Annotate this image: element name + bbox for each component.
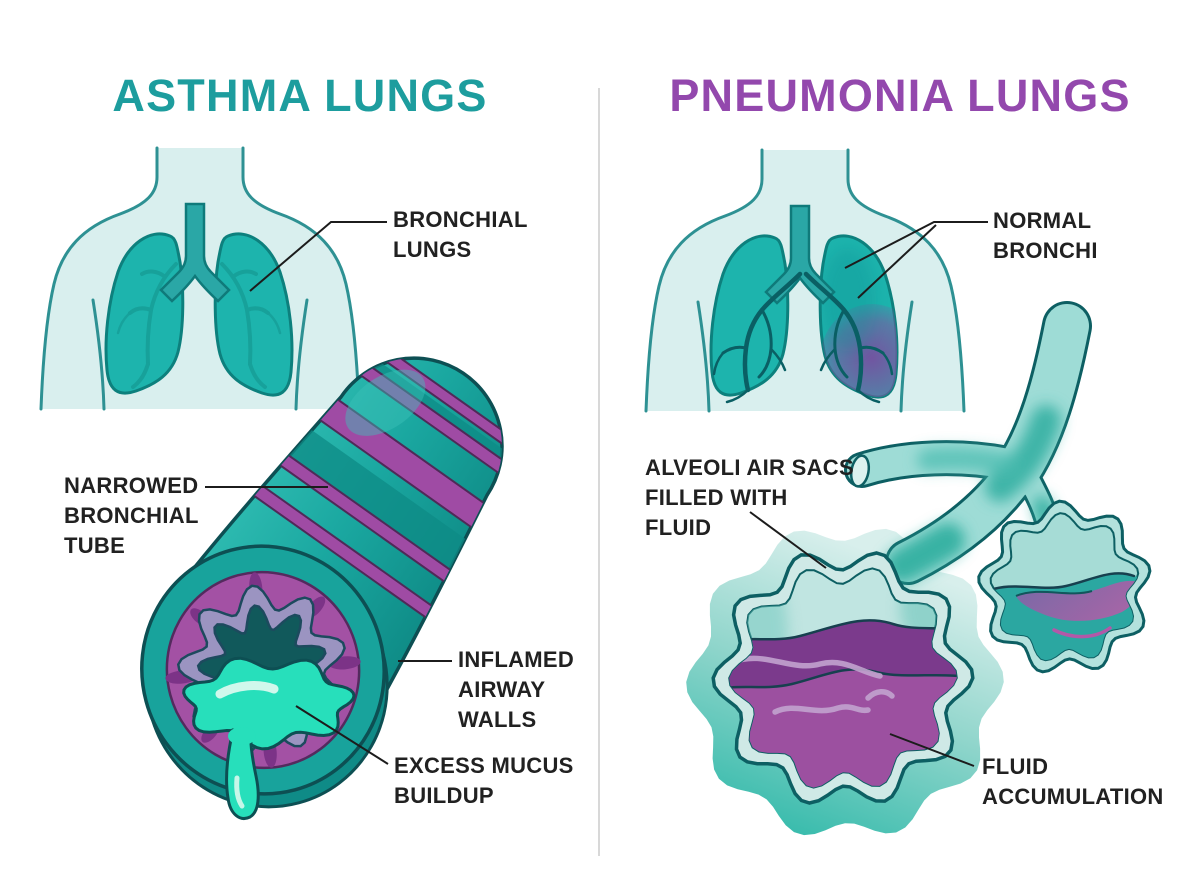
- bronchi-tree: [712, 271, 894, 404]
- pneumonia-title: PNEUMONIA LUNGS: [669, 70, 1131, 121]
- inflamed-airway-walls-label: INFLAMED AIRWAY WALLS: [458, 647, 575, 732]
- alveoli-air-sacs-label: ALVEOLI AIR SACS FILLED WITH FLUID: [645, 455, 854, 540]
- fluid-accumulation-leader-line: [889, 733, 975, 767]
- bronchial-lungs-label: BRONCHIAL LUNGS: [393, 207, 528, 262]
- mucus-drip: [182, 656, 356, 820]
- fluid-accumulation-label: FLUID ACCUMULATION: [982, 754, 1164, 809]
- normal-bronchi-leader-lines: [844, 221, 988, 299]
- bronchial-lungs-leader-line: [249, 221, 387, 292]
- narrowed-bronchial-tube-label: NARROWED BRONCHIAL TUBE: [64, 473, 199, 558]
- small-alveolus-fluid: [990, 572, 1139, 661]
- asthma-title: ASTHMA LUNGS: [112, 70, 488, 121]
- alveolus-fluid: [729, 568, 957, 788]
- asthma-lung-veins: [128, 262, 270, 389]
- bronchiole-open-end: [849, 454, 871, 488]
- excess-mucus-leader-line: [295, 705, 389, 765]
- normal-bronchi-label: NORMAL BRONCHI: [993, 208, 1098, 263]
- asthma-lung-twigs: [116, 311, 282, 335]
- alveoli-illustration: [686, 301, 1152, 836]
- pneumonia-torso-illustration: [644, 148, 966, 413]
- asthma-torso-illustration: [39, 146, 361, 411]
- small-alveolus: [977, 499, 1152, 674]
- fluid-highlights: [730, 655, 895, 715]
- alveoli-leader-line: [749, 511, 827, 569]
- excess-mucus-buildup-label: EXCESS MUCUS BUILDUP: [394, 753, 574, 808]
